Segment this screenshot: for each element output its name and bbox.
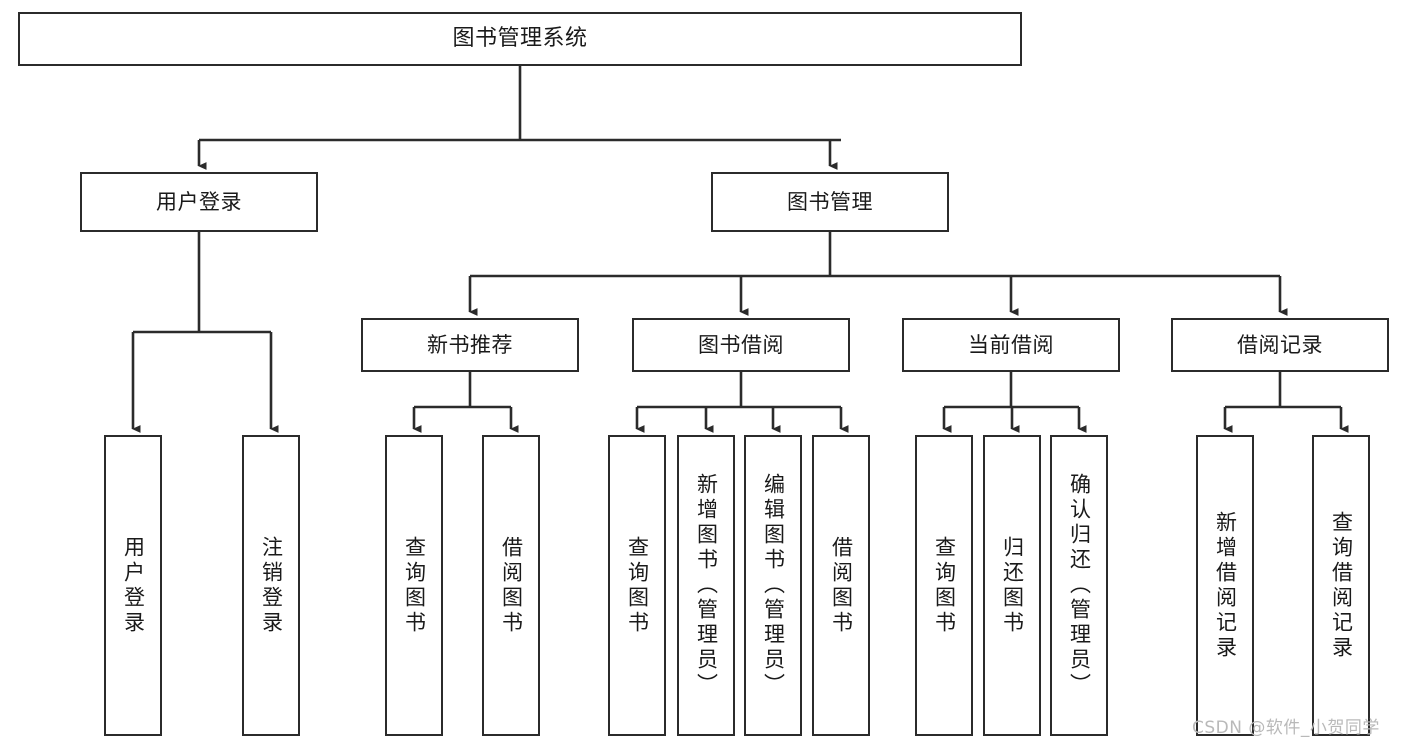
node-book-management-label: 图书管理: [787, 189, 873, 214]
leaf-borrow-edit[interactable]: 编辑图书（管理员）: [744, 435, 802, 736]
leaf-borrow-edit-label: 编辑图书（管理员）: [761, 473, 786, 698]
leaf-current-confirm-return[interactable]: 确认归还（管理员）: [1050, 435, 1108, 736]
leaf-borrow-query-label: 查询图书: [625, 535, 650, 636]
leaf-newbook-query[interactable]: 查询图书: [385, 435, 443, 736]
leaf-borrow-query[interactable]: 查询图书: [608, 435, 666, 736]
leaf-borrow-lend[interactable]: 借阅图书: [812, 435, 870, 736]
leaf-current-return[interactable]: 归还图书: [983, 435, 1041, 736]
node-borrow-records-label: 借阅记录: [1237, 332, 1323, 357]
leaf-user-logout-label: 注销登录: [259, 535, 284, 636]
leaf-user-login[interactable]: 用户登录: [104, 435, 162, 736]
node-book-management[interactable]: 图书管理: [711, 172, 949, 232]
leaf-borrow-add-label: 新增图书（管理员）: [694, 473, 719, 698]
leaf-newbook-borrow[interactable]: 借阅图书: [482, 435, 540, 736]
leaf-current-query[interactable]: 查询图书: [915, 435, 973, 736]
leaf-current-return-label: 归还图书: [1000, 535, 1025, 636]
leaf-borrow-add[interactable]: 新增图书（管理员）: [677, 435, 735, 736]
node-book-borrow[interactable]: 图书借阅: [632, 318, 850, 372]
leaf-newbook-query-label: 查询图书: [402, 535, 427, 636]
leaf-user-login-label: 用户登录: [121, 535, 146, 636]
node-new-book-recommend[interactable]: 新书推荐: [361, 318, 579, 372]
node-user-login-label: 用户登录: [156, 189, 242, 214]
leaf-record-add-label: 新增借阅记录: [1213, 510, 1238, 661]
node-user-login[interactable]: 用户登录: [80, 172, 318, 232]
node-borrow-records[interactable]: 借阅记录: [1171, 318, 1389, 372]
leaf-user-logout[interactable]: 注销登录: [242, 435, 300, 736]
csdn-watermark: CSDN @软件_小贺同学: [1192, 718, 1380, 738]
node-root[interactable]: 图书管理系统: [18, 12, 1022, 66]
leaf-newbook-borrow-label: 借阅图书: [499, 535, 524, 636]
node-new-book-recommend-label: 新书推荐: [427, 332, 513, 357]
leaf-record-query[interactable]: 查询借阅记录: [1312, 435, 1370, 736]
node-current-borrow-label: 当前借阅: [968, 332, 1054, 357]
leaf-record-add[interactable]: 新增借阅记录: [1196, 435, 1254, 736]
leaf-record-query-label: 查询借阅记录: [1329, 510, 1354, 661]
node-current-borrow[interactable]: 当前借阅: [902, 318, 1120, 372]
node-root-label: 图书管理系统: [452, 26, 588, 52]
node-book-borrow-label: 图书借阅: [698, 332, 784, 357]
leaf-current-confirm-return-label: 确认归还（管理员）: [1067, 473, 1092, 698]
leaf-current-query-label: 查询图书: [932, 535, 957, 636]
leaf-borrow-lend-label: 借阅图书: [829, 535, 854, 636]
